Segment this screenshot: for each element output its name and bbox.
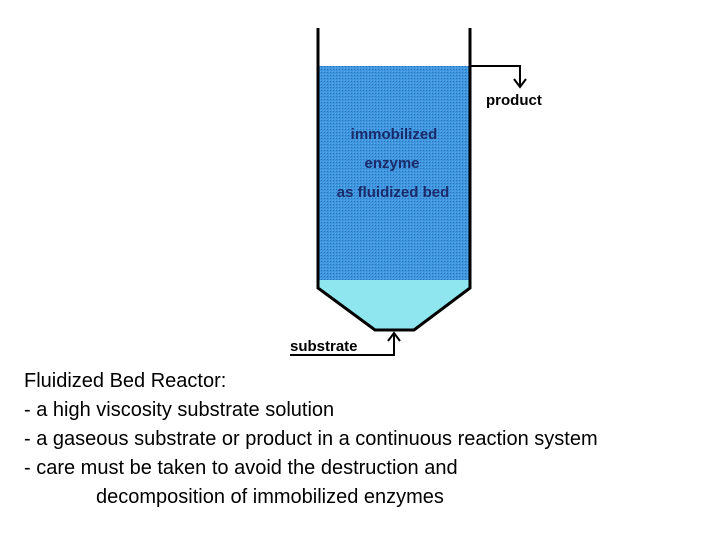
reactor-wall (316, 28, 472, 332)
bed-label-line-1: immobilized (351, 126, 438, 143)
product-label: product (486, 92, 542, 109)
substrate-label: substrate (290, 338, 358, 355)
caption-item: - a high viscosity substrate solution (24, 399, 335, 421)
bed-label-line-3: as fluidized bed (337, 184, 450, 201)
caption-item: - care must be taken to avoid the destru… (24, 457, 458, 479)
reactor-cone (319, 280, 469, 330)
caption-block: Fluidized Bed Reactor: - a high viscosit… (24, 367, 598, 512)
bed-label-line-2: enzyme (364, 155, 419, 172)
product-outlet-line (470, 65, 521, 86)
product-arrow-icon (513, 78, 527, 89)
caption-continuation: decomposition of immobilized enzymes (96, 486, 444, 508)
caption-title: Fluidized Bed Reactor: (24, 370, 227, 392)
fluidized-bed-region (319, 66, 469, 280)
substrate-inlet-line (290, 334, 395, 356)
substrate-arrow-icon (387, 331, 401, 342)
caption-item: - a gaseous substrate or product in a co… (24, 428, 598, 450)
